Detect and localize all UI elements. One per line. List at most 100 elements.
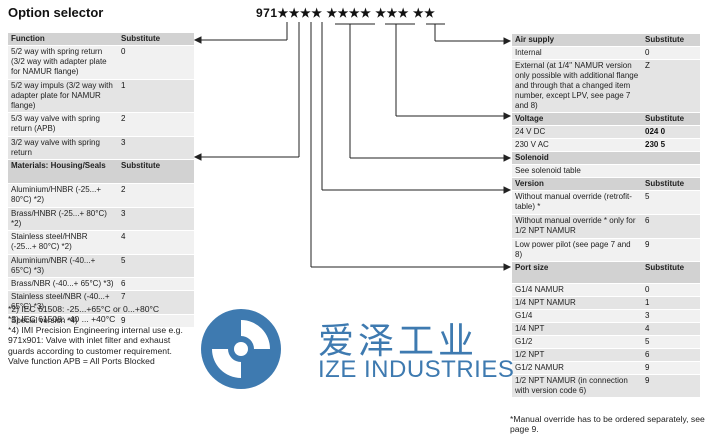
table-row: 5/2 way impuls (3/2 way with adapter pla… [8,79,194,113]
row-value: 0 [642,46,700,60]
row-label: G1/4 [512,309,642,323]
voltage-header-substitute: Substitute [642,112,700,126]
row-value: 1 [118,79,194,113]
note-line: *4) IMI Precision Engineering internal u… [8,324,183,356]
table-row: 1/2 NPT NAMUR (in connection with versio… [512,374,700,398]
row-label: Aluminium/HNBR (-25...+ 80°C) *2) [8,183,118,208]
note-line: *2) IEC 61508: -25...+65°C or 0...+80°C [8,304,160,314]
table-row: G1/2 5 [512,335,700,349]
version-header: Version Substitute [512,177,700,191]
row-label: Without manual override (retrofit-table)… [512,190,642,215]
row-value: 9 [642,238,700,262]
row-value: 3 [118,207,194,231]
row-value: 6 [642,348,700,362]
row-value: 6 [642,214,700,239]
solenoid-header-label: Solenoid [512,151,642,165]
row-value: 024 0 [642,125,700,139]
table-row: Brass/HNBR (-25...+ 80°C) *2) 3 [8,207,194,231]
row-value: 9 [642,374,700,398]
table-row: 1/4 NPT 4 [512,322,700,336]
row-label: 1/2 NPT NAMUR (in connection with versio… [512,374,642,398]
function-header-substitute: Substitute [118,33,194,46]
row-value: 7 [118,290,194,315]
row-label: 1/2 NPT [512,348,642,362]
row-label: Without manual override * only for 1/2 N… [512,214,642,239]
page-title: Option selector [8,5,104,20]
row-label: 230 V AC [512,138,642,152]
row-value: 4 [118,230,194,255]
version-header-label: Version [512,177,642,191]
row-value: 230 5 [642,138,700,152]
row-value: 1 [642,296,700,310]
row-value: 3 [118,136,194,160]
row-label: See solenoid table [512,164,642,178]
table-row: Stainless steel/NBR (-40...+ 65°C) *3) 7 [8,290,194,315]
row-label: 5/2 way with spring return (3/2 way with… [8,45,118,80]
table-row: External (at 1/4" NAMUR version only pos… [512,59,700,113]
table-row: 24 V DC 024 0 [512,125,700,139]
materials-header: Materials: Housing/Seals Substitute [8,159,194,184]
port-size-header-substitute: Substitute [642,261,700,284]
row-value: 4 [642,322,700,336]
materials-header-label: Materials: Housing/Seals [8,159,118,184]
row-label: G1/2 NAMUR [512,361,642,375]
solenoid-header: Solenoid [512,151,700,165]
row-label: Internal [512,46,642,60]
row-label: Stainless steel/NBR (-40...+ 65°C) *3) [8,290,118,315]
watermark-cn: 爱泽工业 [318,321,479,362]
table-row: 1/4 NPT NAMUR 1 [512,296,700,310]
row-label: Brass/HNBR (-25...+ 80°C) *2) [8,207,118,231]
table-row: G1/4 3 [512,309,700,323]
table-row: Low power pilot (see page 7 and 8) 9 [512,238,700,262]
order-code: 971★★★★ ★★★★ ★★★ ★★ [256,6,436,20]
table-row: Stainless steel/HNBR (-25...+ 80°C) *2) … [8,230,194,255]
solenoid-header-substitute [642,151,700,165]
row-label: Aluminium/NBR (-40...+ 65°C) *3) [8,254,118,278]
voltage-header-label: Voltage [512,112,642,126]
table-row: G1/2 NAMUR 9 [512,361,700,375]
row-value: 9 [118,314,194,328]
row-label: External (at 1/4" NAMUR version only pos… [512,59,642,113]
watermark-en: IZE INDUSTRIES [318,356,515,383]
row-value: 5 [642,190,700,215]
air-supply-header-label: Air supply [512,34,642,47]
voltage-header: Voltage Substitute [512,112,700,126]
right-option-table: Air supply Substitute Internal 0 Externa… [512,34,700,398]
materials-header-substitute: Substitute [118,159,194,184]
table-row: 5/2 way with spring return (3/2 way with… [8,45,194,80]
row-value: Z [642,59,700,113]
function-header-label: Function [8,33,118,46]
table-row: G1/4 NAMUR 0 [512,283,700,297]
air-supply-header-substitute: Substitute [642,34,700,47]
version-header-substitute: Substitute [642,177,700,191]
row-label: 1/4 NPT NAMUR [512,296,642,310]
row-value: 6 [118,277,194,291]
port-size-header: Port size Substitute [512,261,700,284]
air-supply-header: Air supply Substitute [512,34,700,47]
row-label: 24 V DC [512,125,642,139]
table-row: Without manual override (retrofit-table)… [512,190,700,215]
table-row: See solenoid table [512,164,700,178]
table-row: Without manual override * only for 1/2 N… [512,214,700,239]
row-value: 0 [118,45,194,80]
table-row: 5/3 way valve with spring return (APB) 2 [8,112,194,137]
row-value: 5 [118,254,194,278]
row-value: 3 [642,309,700,323]
row-value: 5 [642,335,700,349]
row-label: Low power pilot (see page 7 and 8) [512,238,642,262]
row-label: Special version *4) [8,314,118,328]
row-value: 2 [118,183,194,208]
row-value: 2 [118,112,194,137]
ize-logo-icon [201,309,281,389]
table-row: Aluminium/NBR (-40...+ 65°C) *3) 5 [8,254,194,278]
note-line: Valve function APB = All Ports Blocked [8,356,155,367]
table-row: 230 V AC 230 5 [512,138,700,152]
row-label: 3/2 way valve with spring return [8,136,118,160]
row-label: Stainless steel/HNBR (-25...+ 80°C) *2) [8,230,118,255]
manual-override-footnote: *Manual override has to be ordered separ… [510,414,705,435]
note-line: *3) IEC 61508: -40 ... +40°C [8,314,116,325]
table-row: 1/2 NPT 6 [512,348,700,362]
table-row: Brass/NBR (-40...+ 65°C) *3) 6 [8,277,194,291]
row-label: G1/2 [512,335,642,349]
